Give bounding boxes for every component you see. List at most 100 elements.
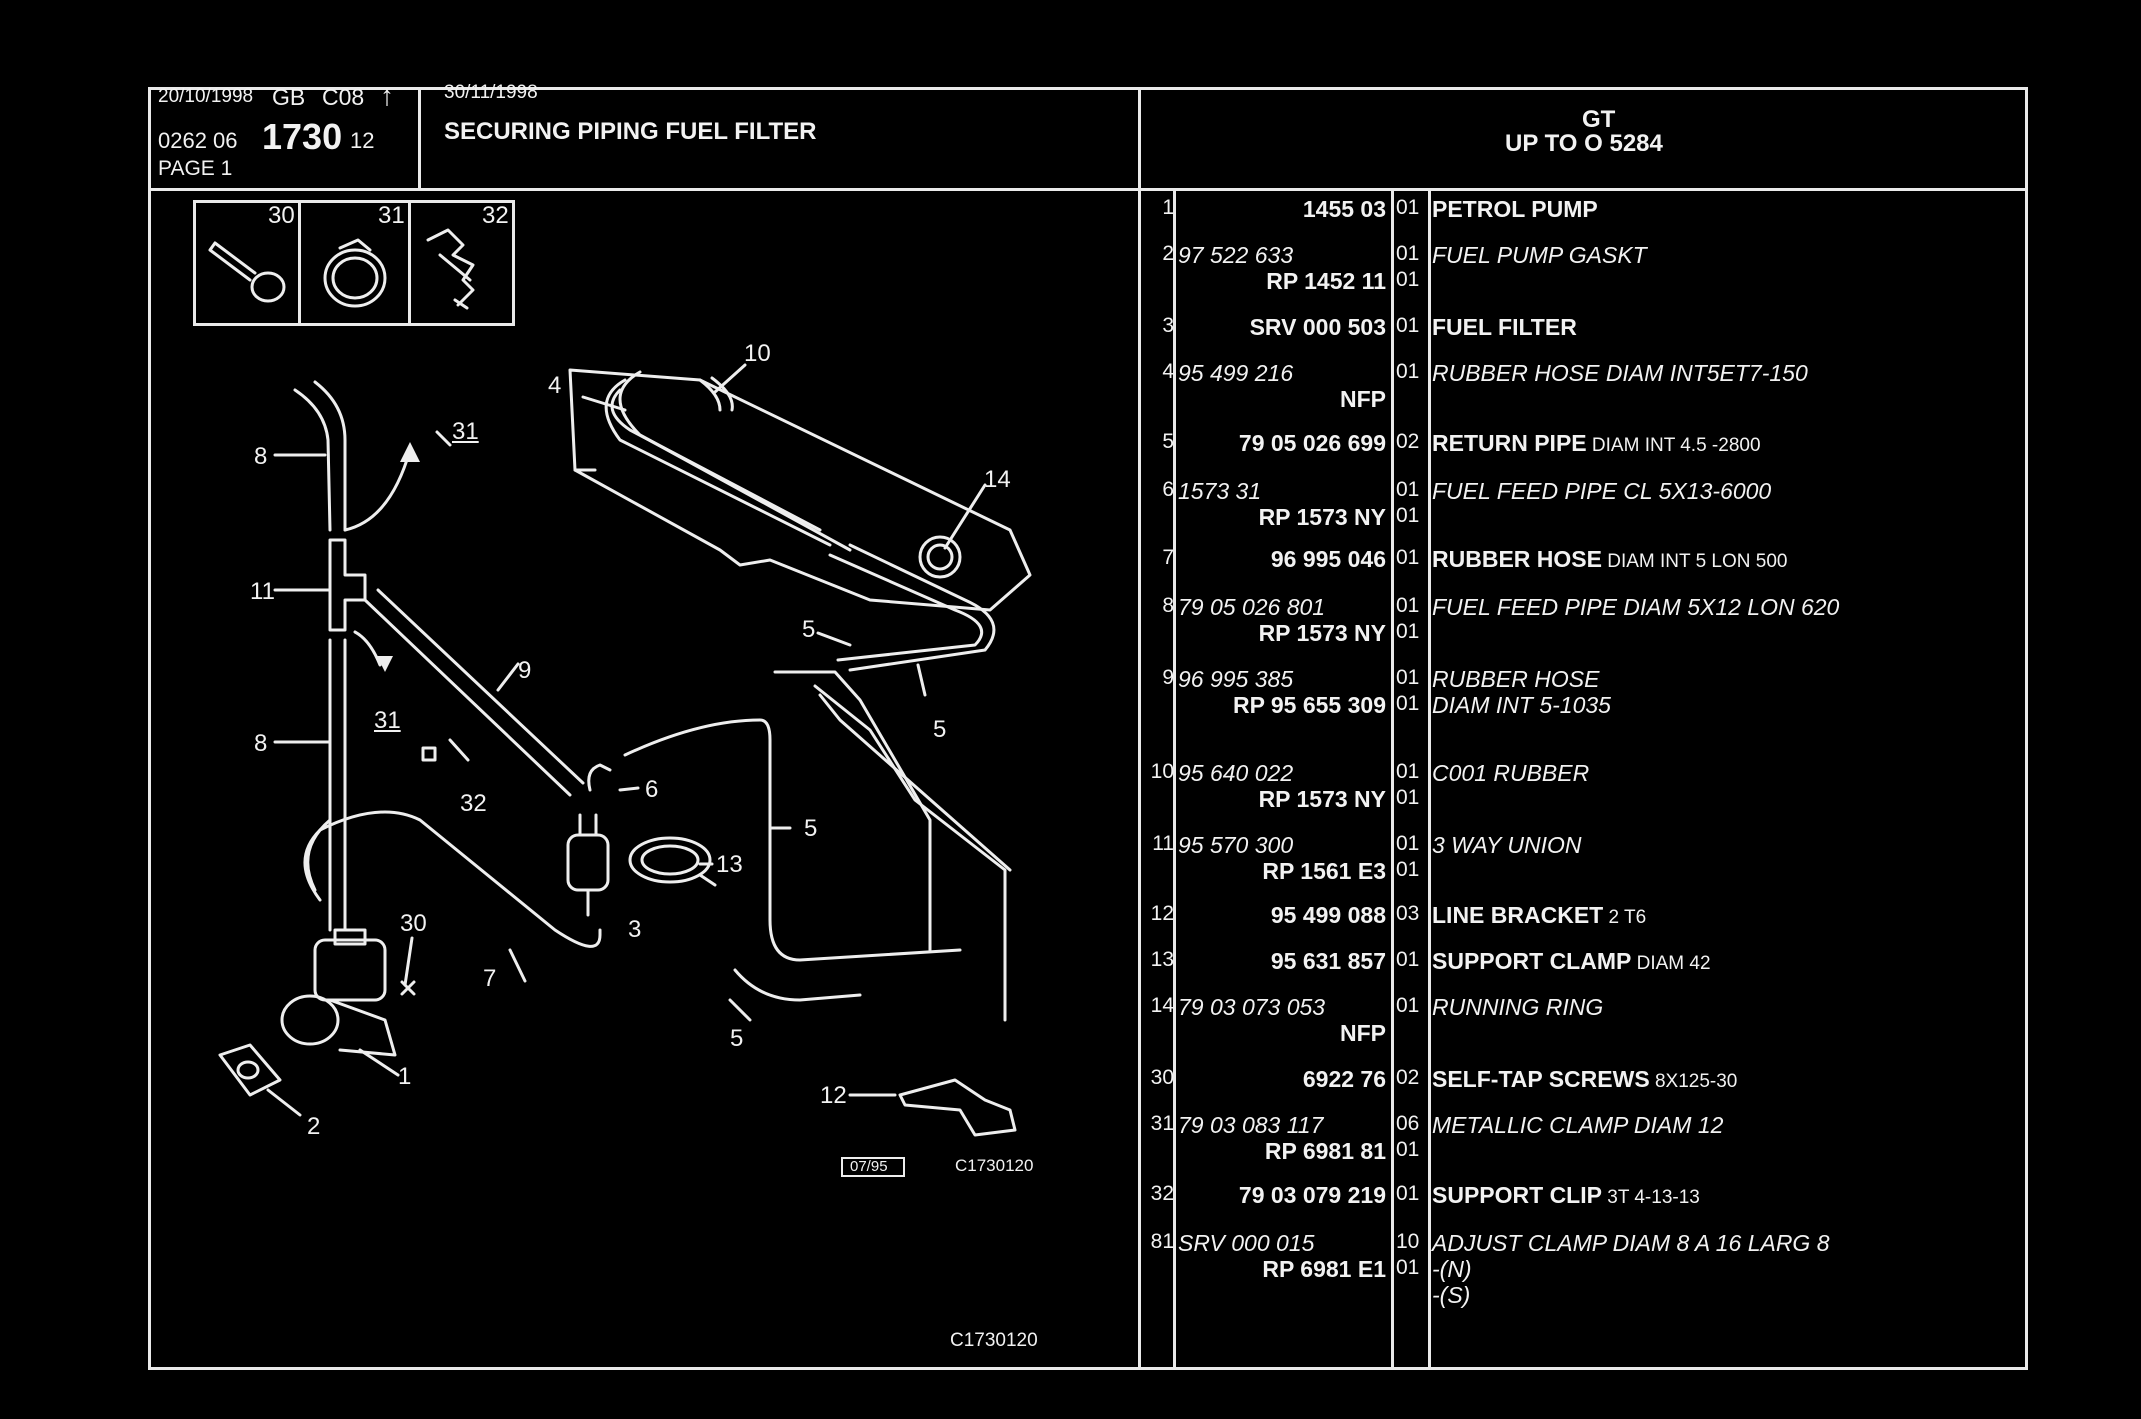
desc-text: FUEL FEED PIPE DIAM 5X12 LON 620 [1432, 594, 1840, 620]
part-ref-line1: 95 640 022 [1178, 760, 1294, 786]
desc-extra: DIAM INT 5 LON 500 [1601, 551, 1788, 572]
desc-text: -(S) [1432, 1282, 1471, 1308]
header-ref-suffix: 12 [350, 128, 375, 153]
part-number: 30 [1150, 1066, 1174, 1089]
callout-5b: 5 [933, 716, 947, 743]
desc-extra: 2 T6 [1603, 907, 1647, 928]
panel-divider [1138, 87, 1141, 1370]
qty-value: 01 [1396, 620, 1420, 643]
desc-text: FUEL FILTER [1432, 314, 1577, 340]
callout-11: 11 [250, 578, 275, 605]
part-reference: 1455 03 [1178, 196, 1386, 222]
callout-7: 7 [483, 965, 497, 992]
screw-icon [208, 241, 286, 303]
model-label: GT [1582, 106, 1616, 133]
desc-line: SUPPORT CLAMP DIAM 42 [1432, 948, 2032, 974]
qty-value: 01 [1396, 692, 1420, 715]
header-divider-right [1141, 188, 2028, 191]
part-number: 12 [1150, 902, 1174, 925]
desc-text: RUBBER HOSE [1432, 546, 1602, 572]
desc-text: RUBBER HOSE DIAM INT5ET7-150 [1432, 360, 1808, 386]
part-ref-line2: RP 1573 NY [1258, 620, 1386, 646]
header-date1: 20/10/1998 [158, 86, 254, 107]
part-number: 5 [1162, 430, 1174, 453]
callout-10: 10 [744, 340, 771, 367]
desc-text: C001 RUBBER [1432, 760, 1590, 786]
part-ref-line1: 95 499 216 [1178, 360, 1294, 386]
qty-value: 01 [1396, 196, 1420, 219]
part-description: SUPPORT CLIP 3T 4-13-13 [1432, 1182, 2032, 1208]
desc-line: LINE BRACKET 2 T6 [1432, 902, 2032, 928]
header-code: C08 [322, 84, 365, 110]
header-lang: GB [272, 84, 306, 110]
part-ref-line1: 79 05 026 801 [1178, 594, 1326, 620]
model-range: UP TO O 5284 [1505, 130, 1663, 157]
part-reference: 96 995 046 [1178, 546, 1386, 572]
callout-3: 3 [628, 916, 642, 943]
desc-text: -(N) [1432, 1256, 1472, 1282]
desc-text: FUEL FEED PIPE CL 5X13-6000 [1432, 478, 1772, 504]
header-divider [148, 188, 1141, 191]
desc-text: SELF-TAP SCREWS [1432, 1066, 1650, 1092]
part-reference: 6922 76 [1178, 1066, 1386, 1092]
callout-5d: 5 [730, 1025, 744, 1052]
callout-32: 32 [460, 790, 487, 817]
part-description: FUEL FILTER [1432, 314, 2032, 340]
desc-line: METALLIC CLAMP DIAM 12 [1432, 1112, 2032, 1138]
part-ref-line1: SRV 000 015 [1178, 1230, 1315, 1256]
qty-value: 01 [1396, 360, 1420, 383]
diagram-code: C1730120 [955, 1156, 1034, 1175]
part-description: METALLIC CLAMP DIAM 12 [1432, 1112, 2032, 1138]
qty-value: 02 [1396, 430, 1420, 453]
desc-text: LINE BRACKET [1432, 902, 1604, 928]
desc-line: FUEL FILTER [1432, 314, 2032, 340]
desc-text: RUBBER HOSE [1432, 666, 1600, 692]
inset-sep-2 [408, 200, 411, 326]
inset-sep-1 [298, 200, 301, 326]
part-quantity: 01 [1396, 1182, 1430, 1208]
inset-label-32: 32 [482, 202, 509, 229]
part-number: 1 [1162, 196, 1174, 219]
page-frame [148, 87, 2028, 1370]
part-description: ADJUST CLAMP DIAM 8 A 16 LARG 8-(N)-(S) [1432, 1230, 2032, 1308]
callout-4: 4 [548, 372, 562, 399]
qty-value: 01 [1396, 594, 1420, 617]
desc-extra: 8X125-30 [1649, 1071, 1738, 1092]
desc-line: 3 WAY UNION [1432, 832, 2032, 858]
desc-line: RUBBER HOSE [1432, 666, 2032, 692]
callout-5a: 5 [802, 616, 816, 643]
desc-line: C001 RUBBER [1432, 760, 2032, 786]
inset-label-30: 30 [268, 202, 295, 229]
part-ref-line2: RP 6981 81 [1264, 1138, 1386, 1164]
part-quantity: 01 [1396, 360, 1430, 386]
callout-6: 6 [645, 776, 659, 803]
part-ref-line1: 79 03 073 053 [1178, 994, 1326, 1020]
desc-line: PETROL PUMP [1432, 196, 2032, 222]
col-divider-3 [1428, 188, 1431, 1370]
part-ref-line1: 79 03 083 117 [1178, 1112, 1324, 1138]
qty-value: 01 [1396, 1182, 1420, 1205]
page-title: SECURING PIPING FUEL FILTER [444, 118, 817, 145]
part-description: FUEL PUMP GASKT [1432, 242, 2032, 268]
desc-text: FUEL PUMP GASKT [1432, 242, 1647, 268]
part-ref-line2: RP 1573 NY [1258, 786, 1386, 812]
clamp-icon [323, 238, 387, 308]
part-number: 8 [1162, 594, 1174, 617]
desc-text: RUNNING RING [1432, 994, 1604, 1020]
part-ref-line1: 96 995 385 [1178, 666, 1294, 692]
part-quantity: 02 [1396, 430, 1430, 456]
part-number: 6 [1162, 478, 1174, 501]
part-reference: 79 05 026 699 [1178, 430, 1386, 456]
part-number: 13 [1150, 948, 1174, 971]
qty-value: 01 [1396, 786, 1420, 809]
qty-value: 01 [1396, 994, 1420, 1017]
part-quantity: 01 [1396, 314, 1430, 340]
part-quantity: 01 [1396, 196, 1430, 222]
